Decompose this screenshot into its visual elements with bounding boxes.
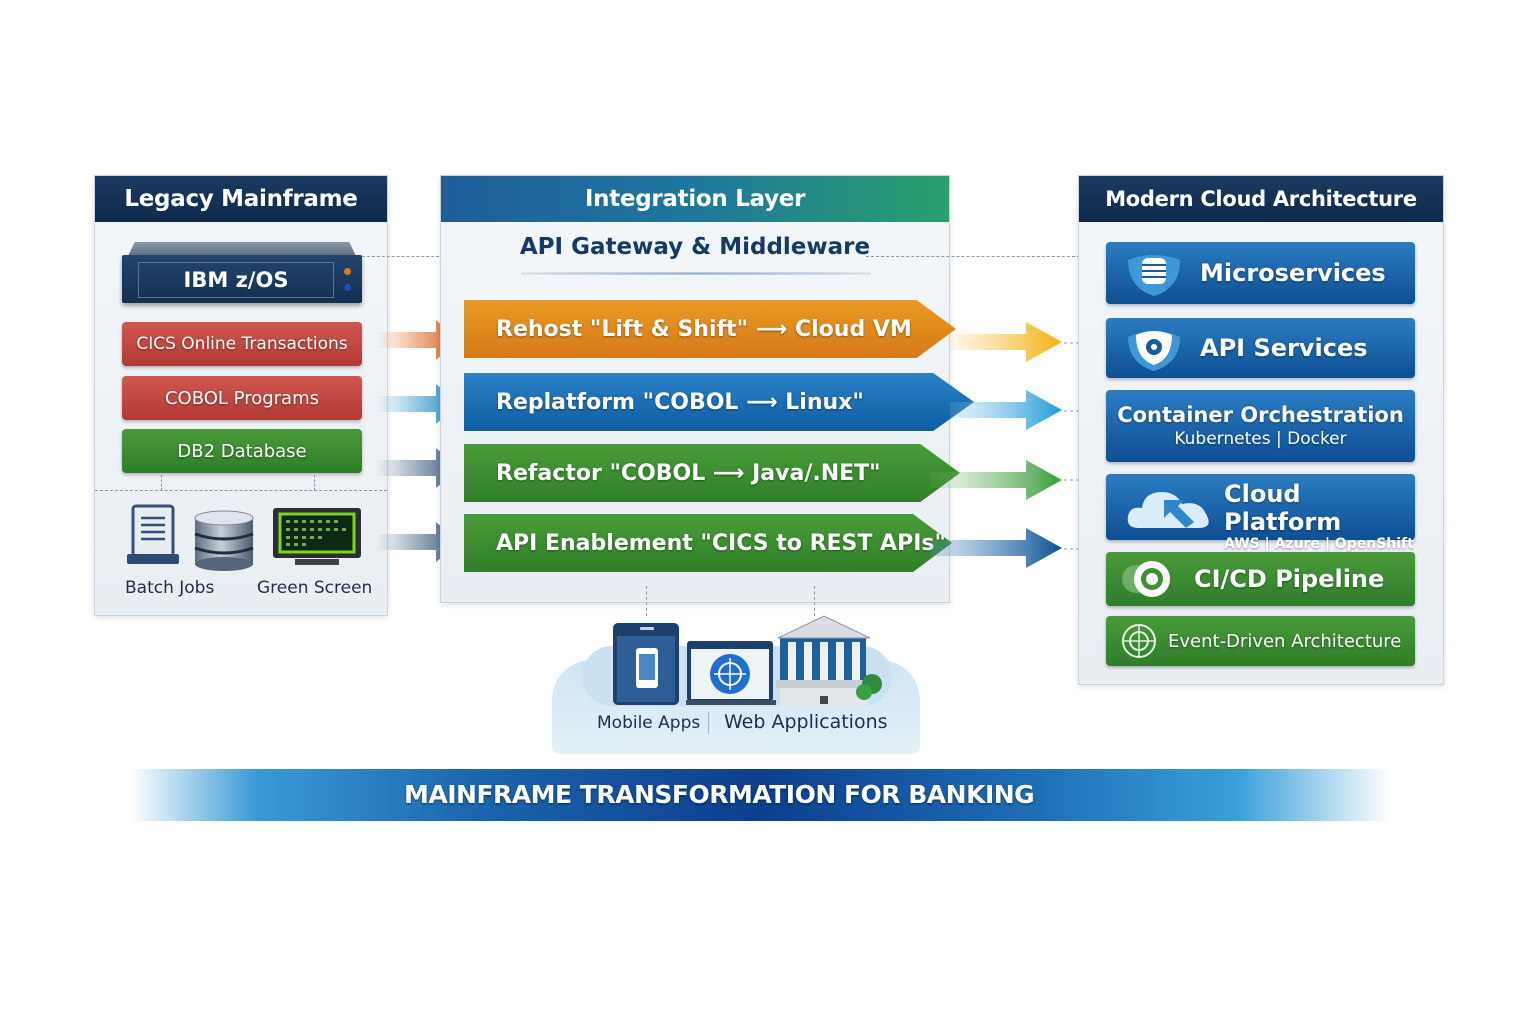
cobol-programs[interactable]: COBOL Programs bbox=[122, 376, 362, 420]
db2-database[interactable]: DB2 Database bbox=[122, 429, 362, 473]
legacy-mainframe-title: Legacy Mainframe bbox=[95, 176, 387, 222]
api-gateway-subtitle: API Gateway & Middleware bbox=[519, 234, 871, 260]
ibm-zos-server: IBM z/OS bbox=[122, 242, 362, 304]
web-applications-label: Web Applications bbox=[724, 711, 888, 733]
strategy-refactor[interactable]: Refactor "COBOL ⟶ Java/.NET" bbox=[464, 444, 960, 502]
globe-icon bbox=[1122, 624, 1156, 658]
strategy-replatform[interactable]: Replatform "COBOL ⟶ Linux" bbox=[464, 373, 974, 431]
cicd-pipeline-card[interactable]: CI/CD Pipeline bbox=[1106, 552, 1415, 606]
cloud-platform-card[interactable]: Cloud Platform AWS | Azure | OpenShift bbox=[1106, 474, 1415, 552]
server-label: IBM z/OS bbox=[138, 262, 334, 298]
arrow-api-out bbox=[930, 528, 1062, 568]
database-icon bbox=[194, 510, 254, 571]
terminal-icon bbox=[273, 508, 361, 565]
status-led-orange bbox=[344, 268, 351, 275]
web-browser-icon bbox=[686, 641, 776, 705]
database-shield-icon bbox=[1128, 255, 1180, 296]
modern-cloud-title: Modern Cloud Architecture bbox=[1079, 176, 1443, 222]
modern-cloud-panel: Modern Cloud Architecture Microservices … bbox=[1078, 175, 1444, 685]
mobile-apps-label: Mobile Apps bbox=[597, 713, 701, 733]
cics-online-transactions[interactable]: CICS Online Transactions bbox=[122, 322, 362, 366]
gear-shield-icon bbox=[1128, 331, 1180, 371]
right-arrows bbox=[930, 322, 1090, 568]
green-screen-label: Green Screen bbox=[257, 578, 373, 598]
cloud-to-gateway-connector bbox=[866, 256, 1090, 257]
bank-building-icon bbox=[776, 615, 882, 706]
arrow-api-in bbox=[376, 522, 460, 562]
integration-layer-title: Integration Layer bbox=[441, 176, 949, 222]
arrow-rehost-in bbox=[376, 320, 460, 360]
batch-jobs-label: Batch Jobs bbox=[125, 578, 215, 598]
cloud-icon bbox=[1127, 492, 1209, 528]
api-services-card[interactable]: API Services bbox=[1106, 318, 1415, 378]
arrow-rehost-out bbox=[950, 322, 1062, 362]
footer-title: MAINFRAME TRANSFORMATION FOR BANKING bbox=[404, 780, 1035, 809]
left-arrows bbox=[376, 320, 460, 562]
arrow-replatform-out bbox=[950, 390, 1062, 430]
status-led-blue bbox=[344, 284, 351, 291]
subtitle-underline bbox=[521, 272, 871, 275]
legacy-mainframe-panel: Legacy Mainframe IBM z/OS CICS Online Tr… bbox=[94, 175, 388, 616]
container-orchestration-card[interactable]: Container Orchestration Kubernetes | Doc… bbox=[1106, 390, 1415, 462]
legacy-divider bbox=[95, 490, 387, 491]
channels-divider bbox=[708, 712, 709, 734]
strategy-rehost[interactable]: Rehost "Lift & Shift" ⟶ Cloud VM bbox=[464, 300, 956, 358]
arrow-replatform-in bbox=[376, 384, 460, 424]
event-driven-card[interactable]: Event-Driven Architecture bbox=[1106, 616, 1415, 666]
document-icon bbox=[127, 504, 179, 564]
pipeline-icon bbox=[1122, 561, 1170, 597]
mobile-device-icon bbox=[613, 623, 679, 705]
arrow-refactor-in bbox=[376, 448, 460, 488]
mobile-to-integration-connector bbox=[646, 586, 647, 616]
microservices-card[interactable]: Microservices bbox=[1106, 242, 1415, 304]
web-to-integration-connector bbox=[814, 586, 815, 616]
strategy-api-enablement[interactable]: API Enablement "CICS to REST APIs" bbox=[464, 514, 952, 572]
arrow-refactor-out bbox=[930, 460, 1062, 500]
footer-banner: MAINFRAME TRANSFORMATION FOR BANKING bbox=[130, 769, 1390, 821]
